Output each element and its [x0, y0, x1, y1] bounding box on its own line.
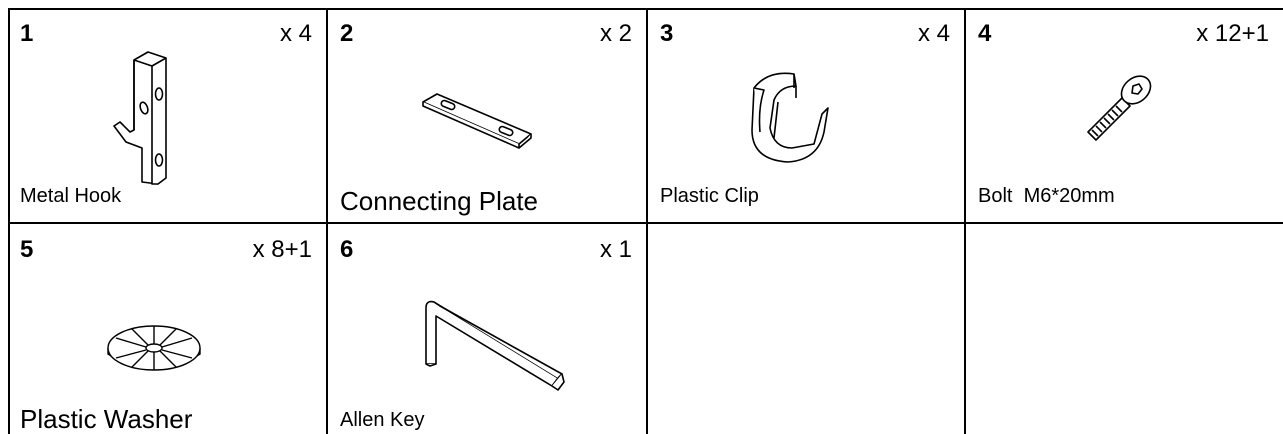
metal-hook-icon	[113, 51, 167, 185]
grid-left-border	[8, 8, 10, 434]
part-quantity: x 4	[917, 20, 950, 47]
connecting-plate-icon	[422, 93, 532, 149]
part-cell-plastic-washer: 5 x 8+1 Plastic Washer	[8, 224, 326, 434]
empty-cell	[966, 224, 1283, 434]
empty-cell	[648, 224, 964, 434]
plastic-clip-icon	[751, 72, 829, 163]
grid-col-divider-2	[646, 8, 648, 434]
part-name: Plastic Clip	[660, 185, 759, 207]
part-number: 5	[20, 236, 34, 263]
grid-col-divider-3	[964, 8, 966, 434]
allen-key-icon	[425, 300, 565, 391]
parts-list-grid: 1 x 4 Metal Hook 2 x 2	[8, 8, 1283, 434]
part-quantity: x 2	[599, 20, 632, 47]
part-cell-plastic-clip: 3 x 4 Plastic Clip	[648, 8, 964, 222]
part-quantity: x 12+1	[1196, 20, 1269, 47]
part-name: Connecting Plate	[340, 186, 539, 216]
part-cell-bolt: 4 x 12+1 Bolt M6*20mm	[966, 8, 1283, 222]
part-cell-connecting-plate: 2 x 2 Connecting Plate	[328, 8, 646, 222]
part-number: 1	[20, 20, 34, 47]
part-number: 4	[978, 20, 992, 47]
plastic-washer-icon	[107, 325, 201, 371]
grid-row-divider	[8, 222, 1283, 224]
part-name: Metal Hook	[20, 185, 122, 207]
bolt-icon	[1087, 75, 1152, 141]
part-number: 3	[660, 20, 674, 47]
part-number: 6	[340, 236, 354, 263]
part-cell-metal-hook: 1 x 4 Metal Hook	[8, 8, 326, 222]
part-quantity: x 1	[599, 236, 632, 263]
part-name: Bolt M6*20mm	[978, 185, 1115, 207]
grid-col-divider-1	[326, 8, 328, 434]
part-name: Allen Key	[340, 409, 425, 431]
part-quantity: x 8+1	[252, 236, 312, 263]
part-name: Plastic Washer	[20, 404, 193, 434]
grid-top-border	[8, 8, 1283, 10]
part-number: 2	[340, 20, 354, 47]
part-cell-allen-key: 6 x 1 Allen Key	[328, 224, 646, 434]
part-quantity: x 4	[279, 20, 312, 47]
